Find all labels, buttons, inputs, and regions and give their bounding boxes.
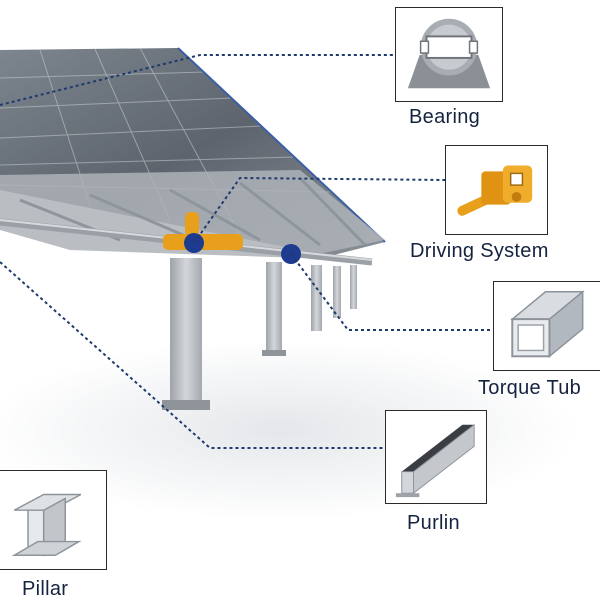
torque-tube-icon xyxy=(510,290,585,358)
pillar-icon xyxy=(11,493,82,557)
purlin-label: Purlin xyxy=(407,512,460,534)
pillar-label: Pillar xyxy=(22,578,69,600)
pillars xyxy=(162,258,357,410)
purlin-callout xyxy=(385,410,487,504)
driving-system-callout xyxy=(445,145,548,235)
driving-system-icon xyxy=(457,165,533,216)
leader-lines xyxy=(0,54,493,449)
bearing-icon xyxy=(407,18,491,89)
bearing-label: Bearing xyxy=(409,106,481,128)
panel-edge xyxy=(177,47,386,243)
torque-tube-label: Torque Tub xyxy=(478,377,582,399)
pillar-callout xyxy=(0,470,107,570)
torque-tube-callout xyxy=(493,281,600,371)
purlin-icon xyxy=(395,423,475,498)
driving-system-label: Driving System xyxy=(410,240,549,262)
bearing-callout xyxy=(395,7,503,102)
